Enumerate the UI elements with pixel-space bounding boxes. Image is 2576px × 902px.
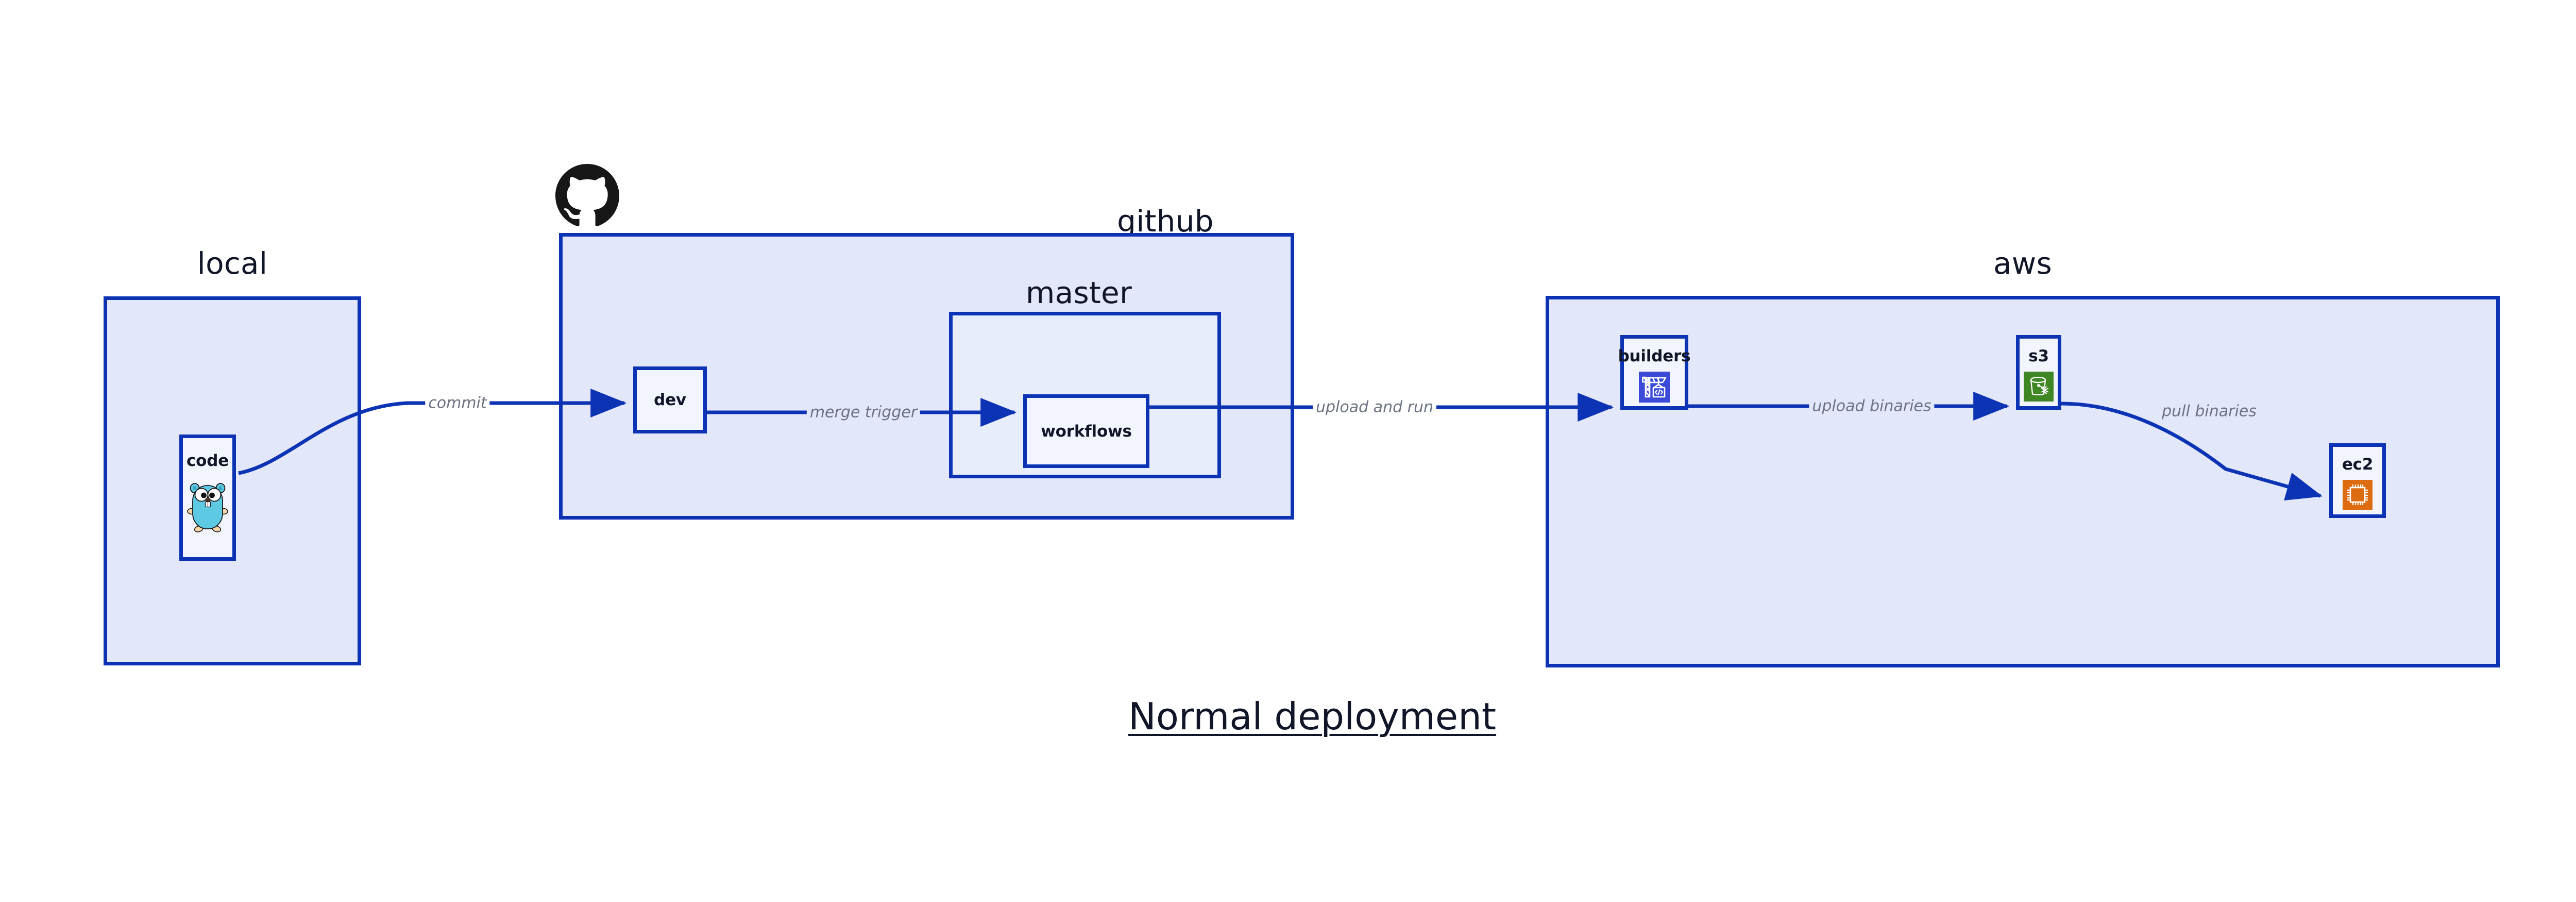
node-workflows[interactable]: workflows <box>1023 394 1149 468</box>
node-label-builders: builders <box>1618 347 1691 365</box>
node-ec2[interactable]: ec2 <box>2329 443 2386 518</box>
edge-label-upload-and-run: upload and run <box>1312 398 1437 416</box>
node-label-dev: dev <box>654 391 686 409</box>
subgroup-label-master: master <box>1025 275 1132 310</box>
github-octocat-icon <box>555 164 619 228</box>
edge-label-commit: commit <box>425 394 490 412</box>
node-s3[interactable]: s3 <box>2016 335 2061 410</box>
node-label-ec2: ec2 <box>2342 455 2374 474</box>
aws-ec2-chip-icon <box>2343 480 2372 510</box>
go-gopher-icon <box>186 479 229 533</box>
aws-s3-bucket-icon <box>2024 372 2054 402</box>
node-dev[interactable]: dev <box>633 366 707 433</box>
aws-codebuild-icon <box>1639 372 1670 403</box>
edge-label-merge-trigger: merge trigger <box>806 403 921 422</box>
group-label-local: local <box>197 246 268 281</box>
node-label-s3: s3 <box>2028 347 2049 365</box>
diagram-title: Normal deployment <box>1128 695 1497 738</box>
node-builders[interactable]: builders <box>1618 335 1691 410</box>
node-code[interactable]: code <box>179 435 236 561</box>
group-label-aws: aws <box>1993 246 2053 281</box>
node-label-workflows: workflows <box>1041 422 1132 441</box>
node-label-code: code <box>186 452 229 470</box>
edge-label-pull-binaries: pull binaries <box>2159 402 2260 421</box>
edge-label-upload-binaries: upload binaries <box>1809 397 1935 415</box>
group-label-github: github <box>1117 204 1214 239</box>
